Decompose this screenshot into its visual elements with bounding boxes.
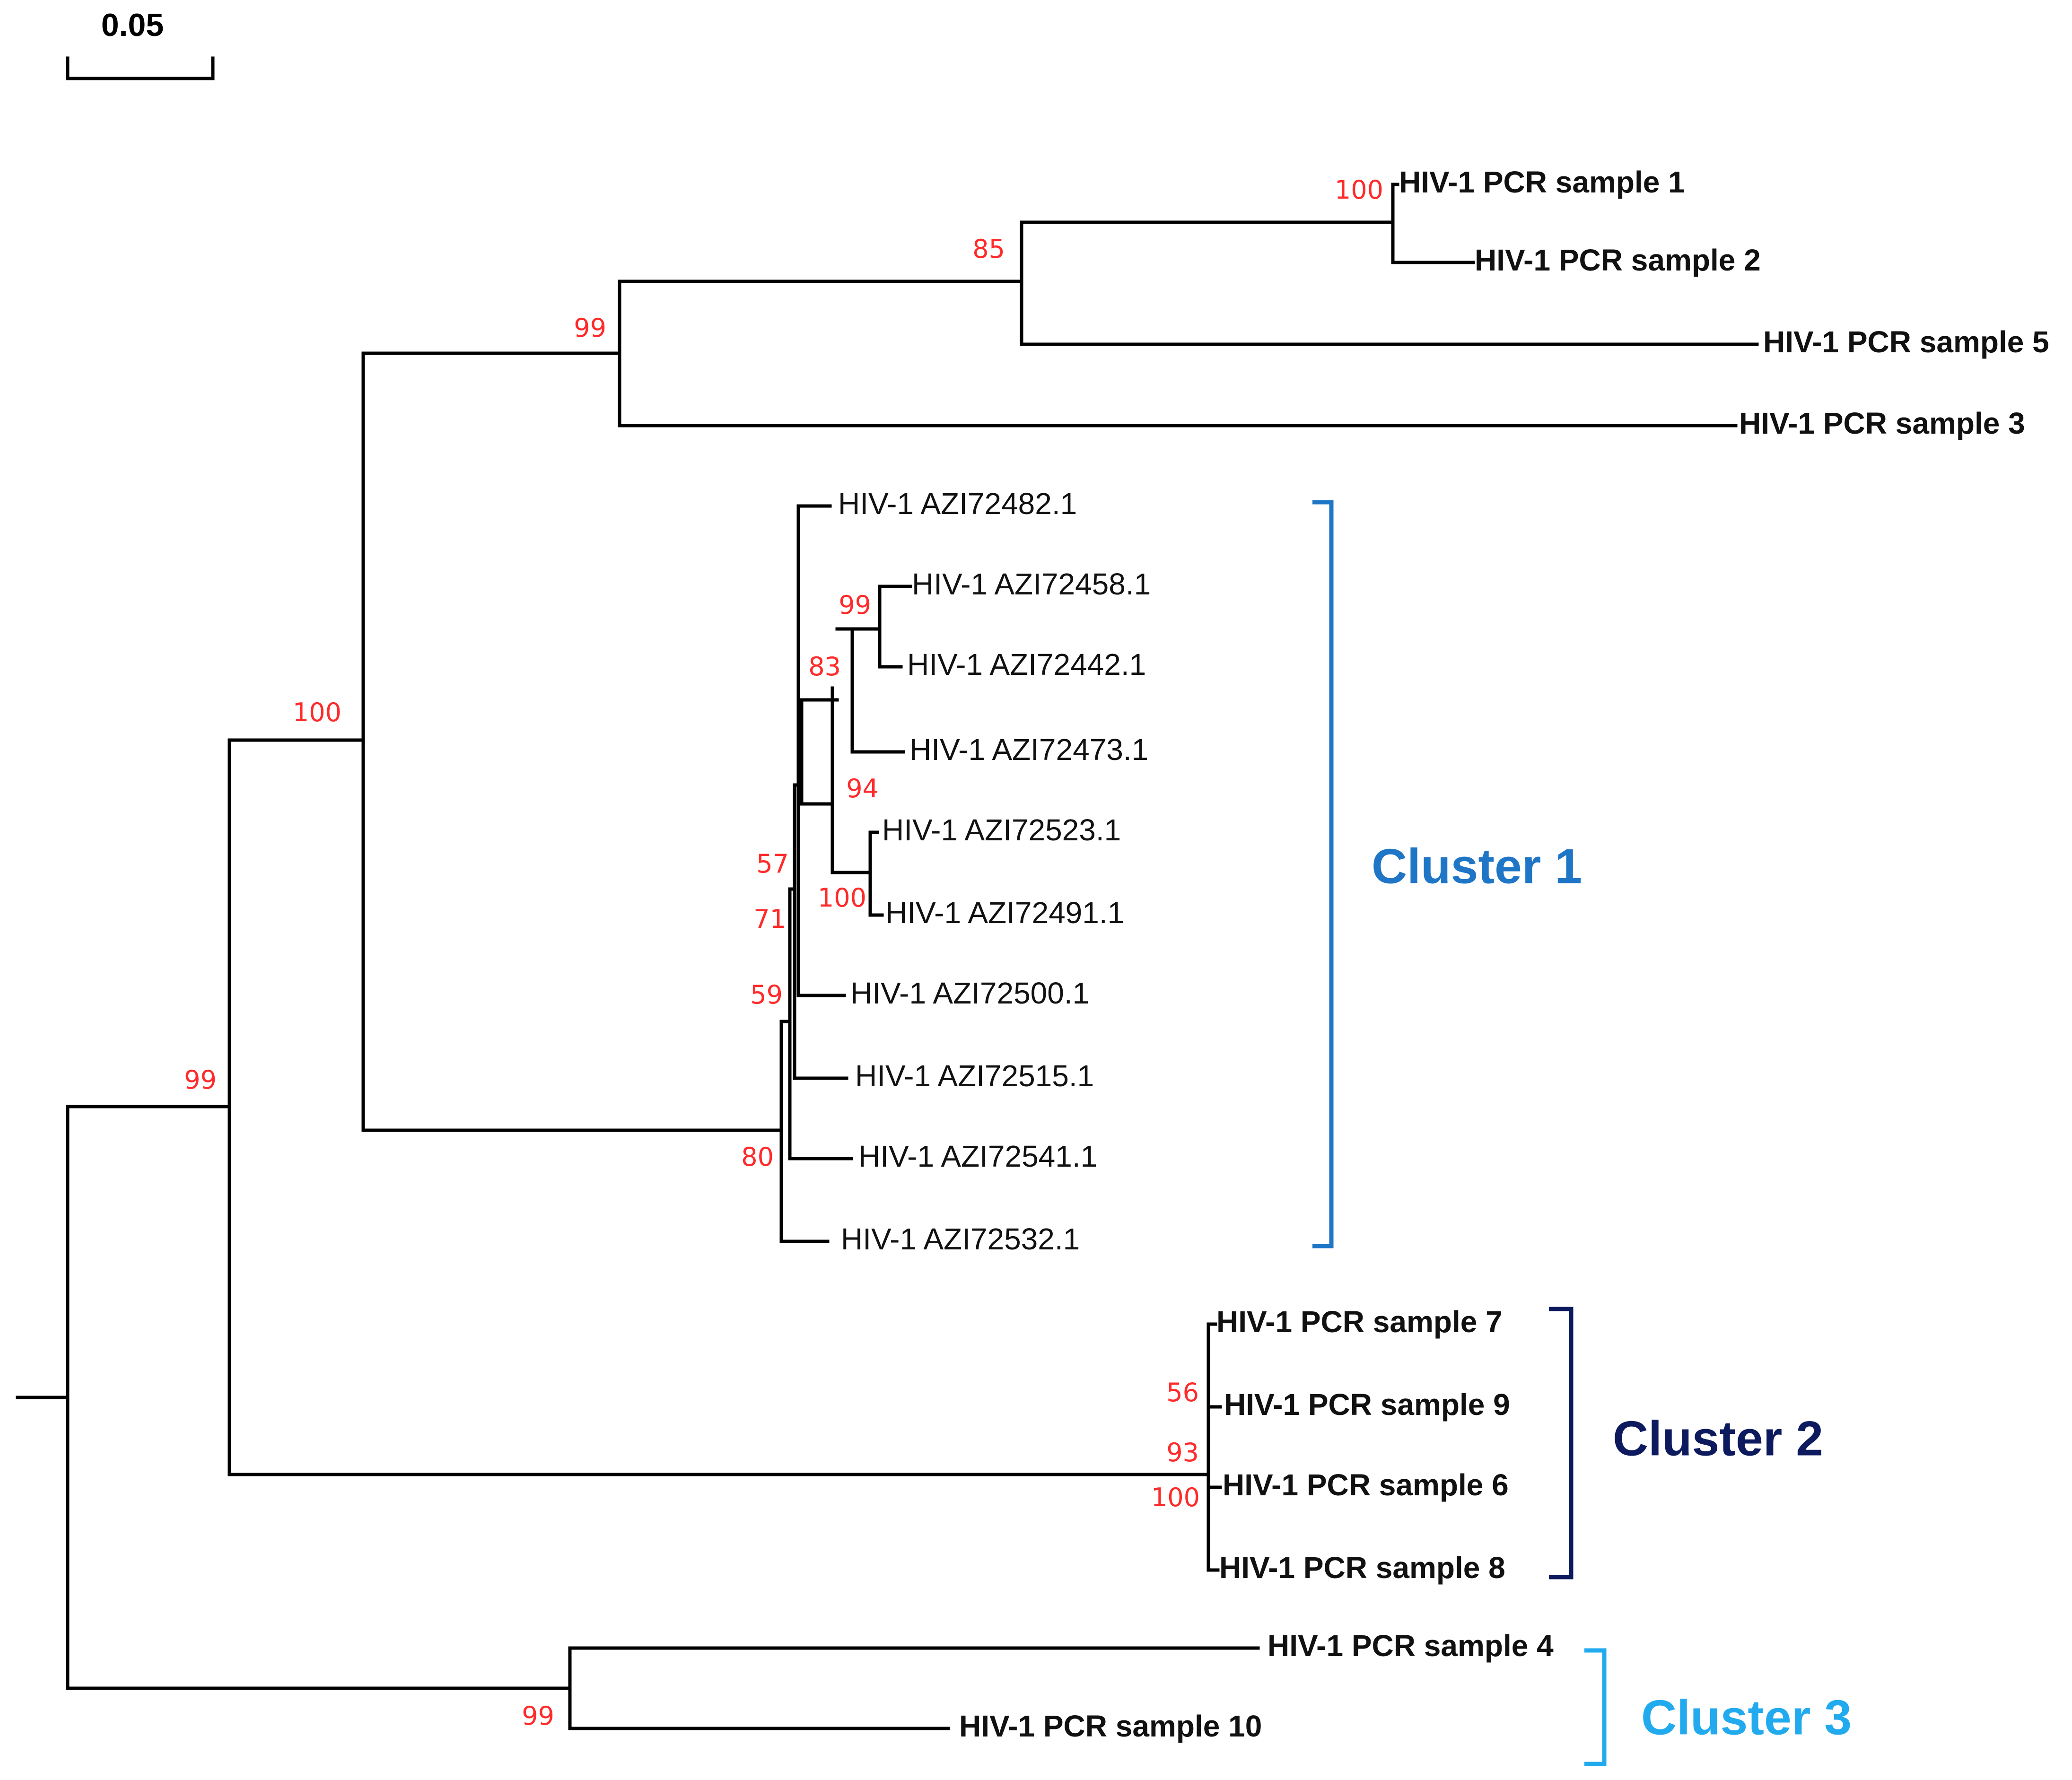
cluster-annotations: Cluster 1 Cluster 2 Cluster 3	[1312, 500, 1852, 1766]
leaf-label-azi23: HIV-1 AZI72523.1	[882, 813, 1121, 847]
support-value: 100	[1335, 175, 1383, 205]
cluster2-label: Cluster 2	[1613, 1411, 1823, 1466]
cluster1-bracket	[1312, 500, 1334, 1248]
leaf-label-azi32: HIV-1 AZI72532.1	[841, 1222, 1080, 1256]
scale-bar: 0.05	[66, 7, 215, 80]
leaf-label-azi41: HIV-1 AZI72541.1	[858, 1139, 1097, 1173]
leaf-label-azi00: HIV-1 AZI72500.1	[850, 976, 1089, 1010]
leaf-label-pcr8: HIV-1 PCR sample 8	[1219, 1551, 1505, 1585]
support-value: 100	[1151, 1483, 1200, 1512]
support-value: 57	[756, 849, 789, 879]
node83-node	[835, 627, 854, 754]
cluster1-label: Cluster 1	[1372, 839, 1582, 894]
leaf-label-azi82: HIV-1 AZI72482.1	[838, 487, 1077, 521]
support-value: 100	[293, 698, 341, 727]
support-value: 99	[522, 1701, 554, 1731]
leaf-label-azi91: HIV-1 AZI72491.1	[885, 896, 1124, 930]
leaf-label-pcr9: HIV-1 PCR sample 9	[1224, 1387, 1510, 1422]
support-value: 99	[184, 1065, 217, 1095]
leaf-label-azi42: HIV-1 AZI72442.1	[907, 647, 1146, 681]
support-value: 85	[972, 234, 1005, 264]
leaf-labels: HIV-1 PCR sample 1 HIV-1 PCR sample 2 HI…	[838, 165, 2049, 1743]
leaf-label-azi15: HIV-1 AZI72515.1	[855, 1059, 1094, 1093]
support-value: 71	[753, 904, 786, 934]
cluster3-label: Cluster 3	[1641, 1690, 1852, 1745]
leaf-label-azi73: HIV-1 AZI72473.1	[909, 733, 1148, 767]
leaf-label-pcr3: HIV-1 PCR sample 3	[1739, 406, 2025, 440]
tree-branches	[16, 183, 1759, 1730]
leaf-label-pcr5: HIV-1 PCR sample 5	[1763, 325, 2049, 359]
support-value: 93	[1166, 1438, 1199, 1467]
leaf-label-pcr1: HIV-1 PCR sample 1	[1399, 165, 1685, 199]
leaf-label-pcr10: HIV-1 PCR sample 10	[959, 1709, 1262, 1743]
leaf-label-pcr7: HIV-1 PCR sample 7	[1216, 1305, 1503, 1339]
support-value: 94	[846, 774, 879, 803]
leaf-label-pcr6: HIV-1 PCR sample 6	[1223, 1468, 1509, 1502]
support-value: 99	[839, 590, 871, 620]
support-value: 100	[818, 883, 866, 913]
scale-bar-label: 0.05	[101, 7, 164, 43]
support-value: 59	[750, 980, 783, 1010]
support-values: 100 85 99 100 99 99 83 94 100 57 71 59 8…	[184, 175, 1383, 1731]
scale-bar-line	[66, 56, 215, 80]
cluster3-bracket	[1584, 1648, 1607, 1766]
leaf-label-pcr2: HIV-1 PCR sample 2	[1475, 243, 1761, 277]
support-value: 83	[808, 652, 841, 681]
support-value: 56	[1166, 1378, 1199, 1407]
leaf-label-azi58: HIV-1 AZI72458.1	[912, 567, 1151, 601]
support-value: 80	[741, 1142, 774, 1172]
support-value: 99	[574, 313, 606, 343]
leaf-label-pcr4: HIV-1 PCR sample 4	[1268, 1629, 1554, 1663]
cluster2-bracket	[1549, 1307, 1574, 1579]
